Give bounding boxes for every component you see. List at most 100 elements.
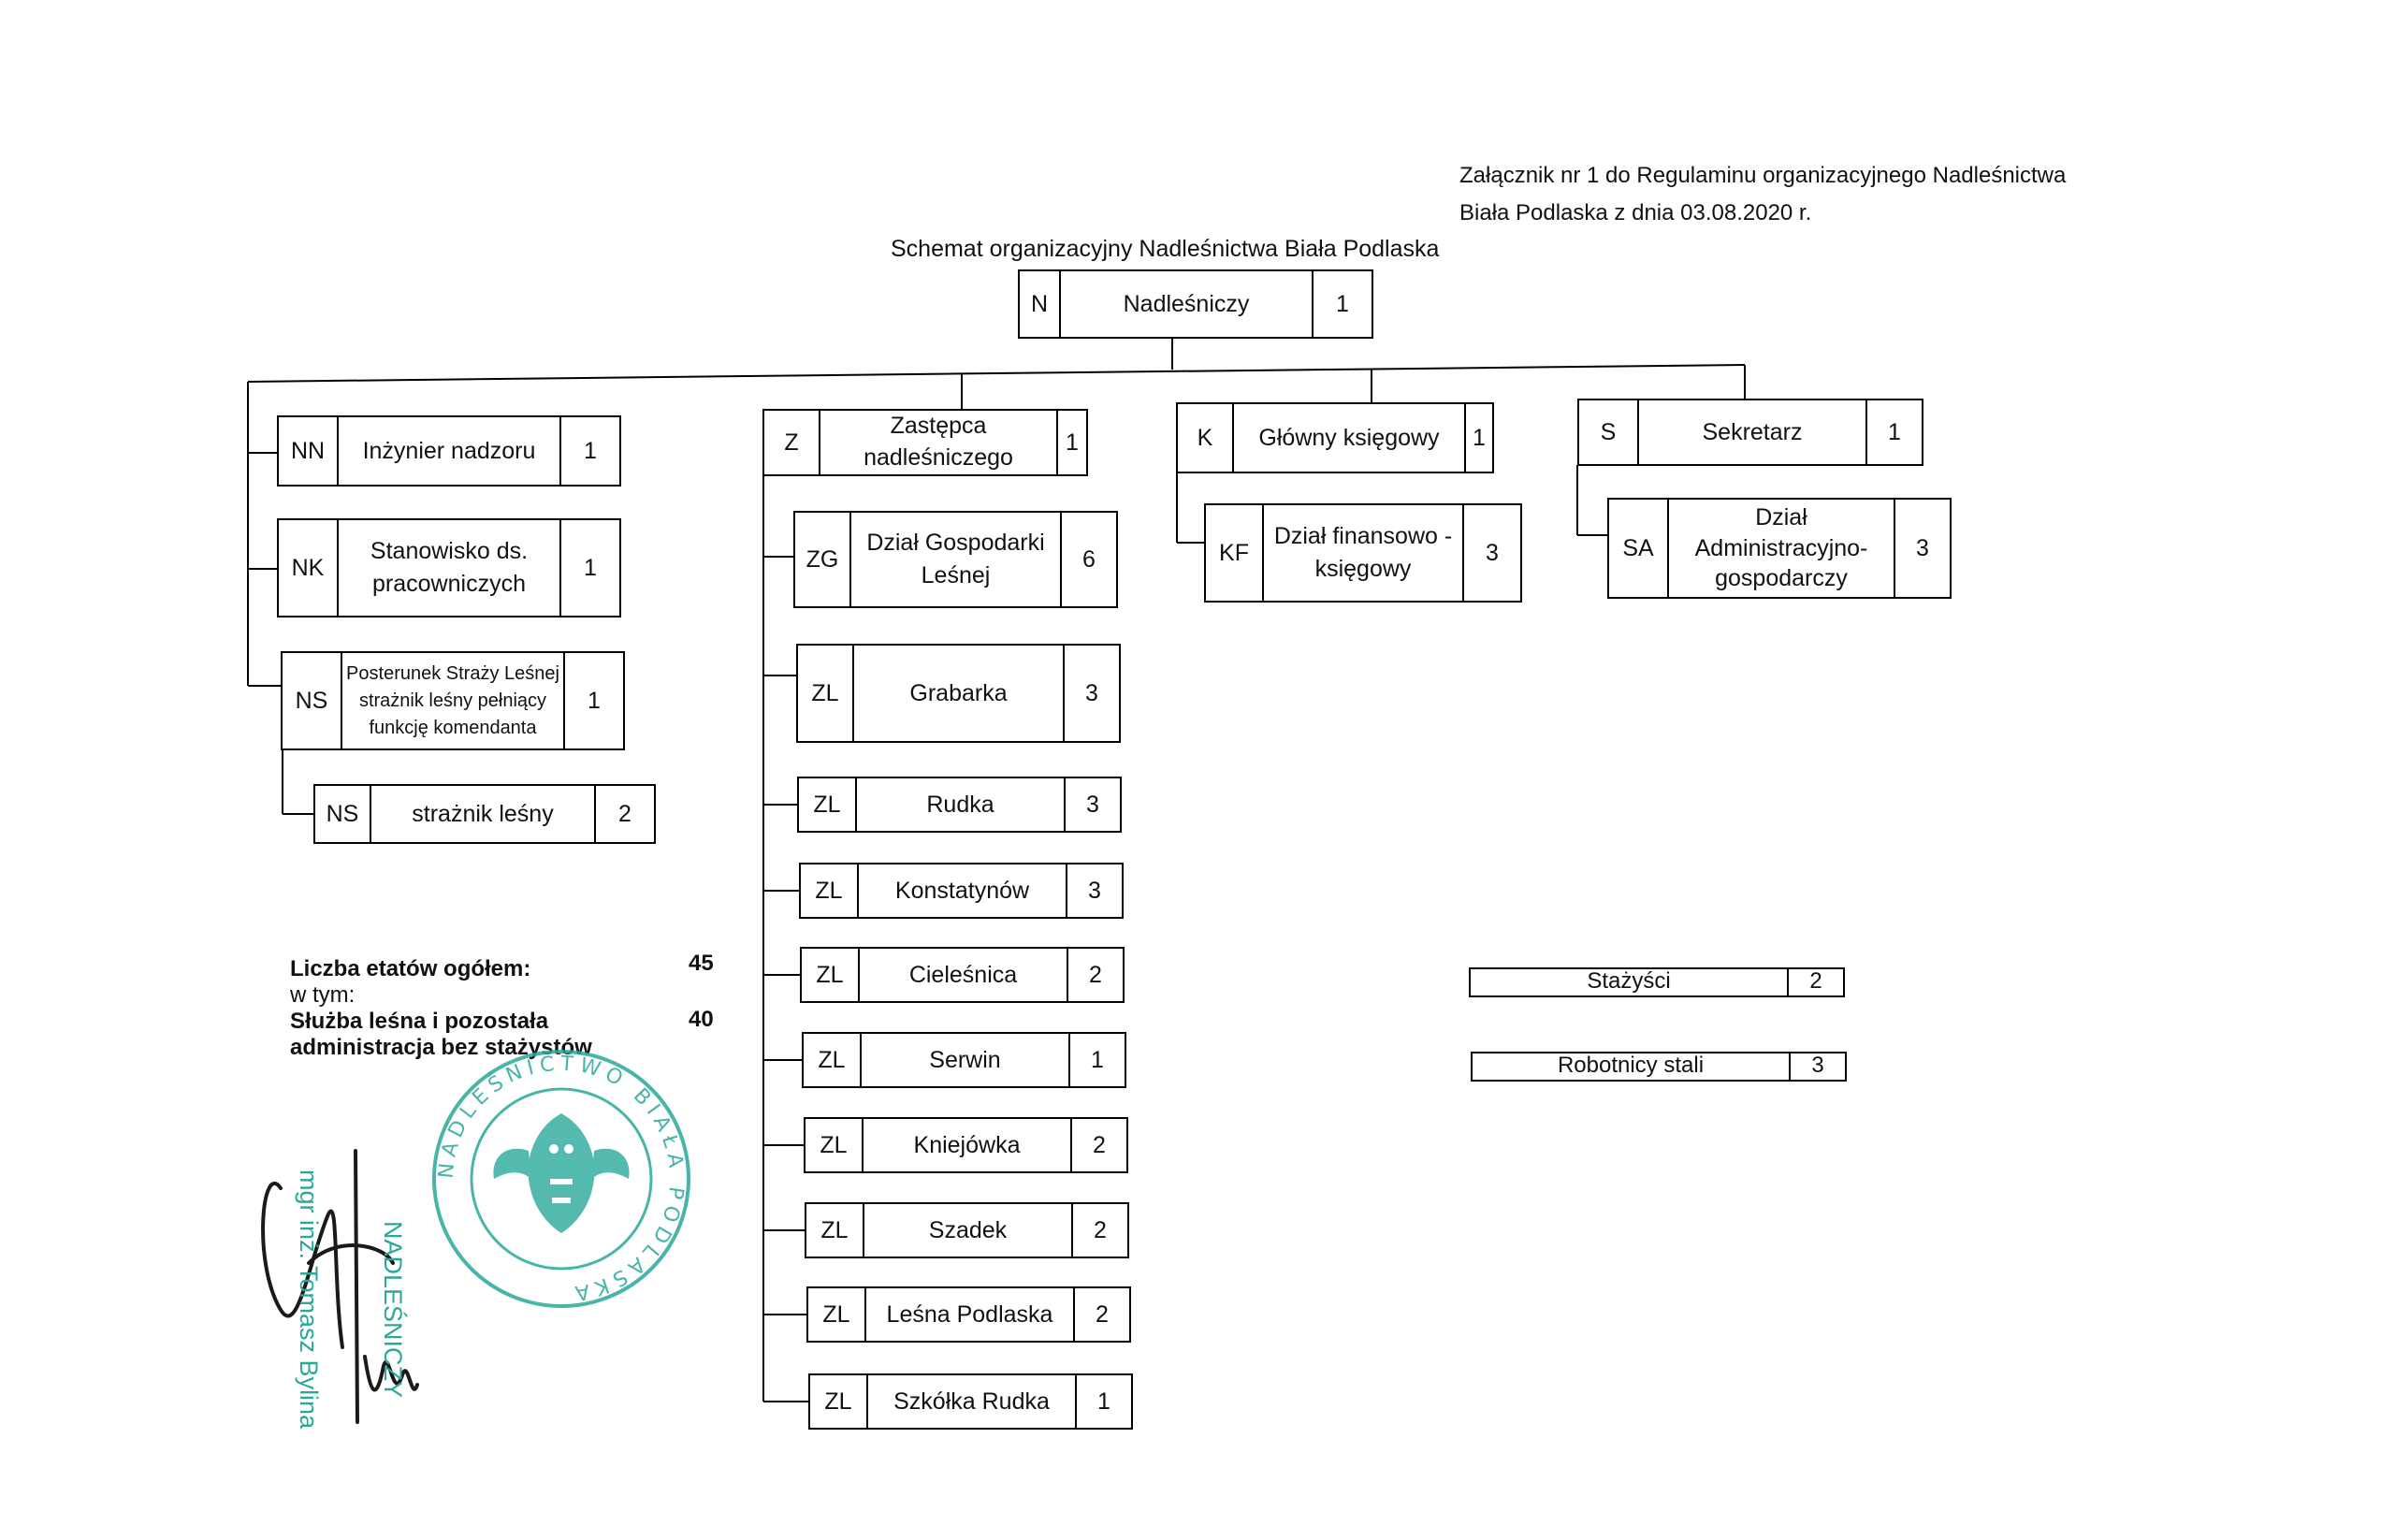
staff-summary: Liczba etatów ogółem: w tym: Służba leśn… — [290, 956, 720, 1061]
node-dzial-gospodarki-lesnej: ZG Dział Gospodarki Leśnej 6 — [793, 511, 1118, 608]
node-code: NS — [315, 786, 371, 842]
node-name: Leśna Podlaska — [886, 1300, 1053, 1328]
node-name: Sekretarz — [1702, 418, 1803, 445]
node-lesnictwo-serwin: ZL Serwin 1 — [802, 1032, 1126, 1088]
node-inzynier-nadzoru: NN Inżynier nadzoru 1 — [277, 415, 621, 487]
summary-forest-label-2: administracja bez stażystów — [290, 1035, 592, 1060]
node-name: Dział Gospodarki Leśnej — [866, 530, 1045, 588]
node-count: 1 — [1075, 1375, 1131, 1428]
node-count: 3 — [1063, 646, 1119, 741]
node-count: 1 — [1068, 1034, 1125, 1086]
node-lesnictwo-grabarka: ZL Grabarka 3 — [796, 644, 1121, 743]
node-count: 2 — [1071, 1204, 1127, 1257]
node-count: 3 — [1064, 778, 1120, 831]
node-name: Szkółka Rudka — [893, 1387, 1050, 1415]
summary-forest-label-1: Służba leśna i pozostała — [290, 1009, 549, 1034]
node-name: Dział Administracyjno-gospodarczy — [1694, 504, 1868, 592]
node-robotnicy-stali: Robotnicy stali 3 — [1471, 1052, 1847, 1082]
node-count: 3 — [1462, 505, 1520, 601]
signature-name: mgr inż. Tomasz Bylina — [295, 1170, 323, 1430]
node-code: ZL — [808, 1288, 866, 1341]
node-szkolka-rudka: ZL Szkółka Rudka 1 — [808, 1373, 1133, 1430]
node-code: ZL — [798, 646, 854, 741]
node-glowny-ksiegowy: K Główny księgowy 1 — [1176, 402, 1494, 473]
node-count: 1 — [563, 653, 623, 748]
node-code: KF — [1206, 505, 1264, 601]
node-name: Cieleśnica — [908, 961, 1018, 988]
summary-forest-value: 40 — [689, 1007, 714, 1032]
node-count: 2 — [1067, 949, 1123, 1001]
node-posterunek-strazy-lesnej: NS Posterunek Straży Leśnej strażnik leś… — [281, 651, 625, 750]
node-name: Grabarka — [909, 679, 1008, 706]
summary-including: w tym: — [290, 982, 356, 1008]
annex-line-2: Biała Podlaska z dnia 03.08.2020 r. — [1459, 200, 1812, 225]
node-name: Dział finansowo - księgowy — [1273, 523, 1453, 582]
node-name: strażnik leśny — [412, 800, 554, 827]
node-name: Kniejówka — [913, 1131, 1021, 1158]
summary-total-value: 45 — [689, 951, 714, 976]
node-code: Z — [764, 411, 820, 474]
node-lesnictwo-szadek: ZL Szadek 2 — [805, 1202, 1129, 1258]
node-code: SA — [1609, 500, 1669, 597]
node-stanowisko-pracownicze: NK Stanowisko ds. pracowniczych 1 — [277, 518, 621, 617]
node-count: 1 — [1312, 271, 1372, 337]
annex-line-1: Załącznik nr 1 do Regulaminu organizacyj… — [1459, 163, 2067, 188]
node-name: Konstatynów — [894, 877, 1030, 904]
node-count: 2 — [1073, 1288, 1129, 1341]
node-code: ZL — [801, 864, 859, 917]
official-stamp: NADLEŚNICTWO BIAŁA PODLASKA — [432, 1050, 690, 1308]
node-code: ZL — [802, 949, 860, 1001]
annex-header: Załącznik nr 1 do Regulaminu organizacyj… — [1459, 157, 2066, 232]
node-count: 2 — [1070, 1119, 1126, 1171]
node-code: ZG — [795, 513, 851, 606]
node-lesnictwo-rudka: ZL Rudka 3 — [797, 777, 1122, 833]
node-count: 1 — [1056, 411, 1086, 474]
node-name: Rudka — [926, 791, 994, 818]
node-count: 1 — [1464, 404, 1492, 472]
node-name: Zastępca nadleśniczego — [864, 413, 1013, 471]
node-code: ZL — [806, 1119, 864, 1171]
node-name: Szadek — [928, 1216, 1008, 1243]
node-name: Robotnicy stali — [1557, 1053, 1705, 1078]
node-zastepca-nadlesniczego: Z Zastępca nadleśniczego 1 — [762, 409, 1088, 476]
node-code: NS — [283, 653, 342, 748]
node-lesnictwo-lesna-podlaska: ZL Leśna Podlaska 2 — [806, 1286, 1131, 1343]
node-straznik-lesny: NS strażnik leśny 2 — [313, 784, 656, 844]
node-code: S — [1579, 400, 1639, 464]
node-code: NK — [279, 520, 339, 616]
node-lesnictwo-konstatynow: ZL Konstatynów 3 — [799, 863, 1124, 919]
node-name: Posterunek Straży Leśnej strażnik leśny … — [346, 662, 559, 738]
node-code: K — [1178, 404, 1234, 472]
node-name: Główny księgowy — [1258, 424, 1440, 451]
node-dzial-administracyjno-gospodarczy: SA Dział Administracyjno-gospodarczy 3 — [1607, 498, 1952, 599]
node-code: ZL — [799, 778, 857, 831]
node-count: 3 — [1066, 864, 1122, 917]
node-name: Inżynier nadzoru — [362, 437, 536, 464]
node-code: ZL — [804, 1034, 862, 1086]
node-name: Nadleśniczy — [1123, 290, 1250, 317]
node-sekretarz: S Sekretarz 1 — [1577, 399, 1923, 466]
node-code: NN — [279, 417, 339, 485]
node-code: N — [1020, 271, 1061, 337]
node-count: 3 — [1894, 500, 1950, 597]
node-code: ZL — [810, 1375, 868, 1428]
node-count: 3 — [1789, 1053, 1845, 1080]
node-code: ZL — [806, 1204, 864, 1257]
node-count: 1 — [559, 520, 619, 616]
node-count: 2 — [1787, 969, 1843, 995]
node-lesnictwo-cielesnica: ZL Cieleśnica 2 — [800, 947, 1125, 1003]
node-count: 1 — [559, 417, 619, 485]
node-name: Serwin — [929, 1046, 1001, 1073]
signature-title: NADLEŚNICZY — [379, 1221, 407, 1399]
chart-title: Schemat organizacyjny Nadleśnictwa Biała… — [891, 236, 1440, 262]
node-count: 6 — [1060, 513, 1116, 606]
node-count: 2 — [594, 786, 654, 842]
node-count: 1 — [1865, 400, 1922, 464]
handwritten-signature — [261, 1149, 419, 1424]
summary-total-label: Liczba etatów ogółem: — [290, 956, 531, 981]
node-nadlesniczy: N Nadleśniczy 1 — [1018, 269, 1373, 339]
node-name: Stażyści — [1587, 968, 1671, 994]
node-stazysci: Stażyści 2 — [1469, 967, 1845, 997]
node-name: Stanowisko ds. pracowniczych — [370, 538, 529, 597]
